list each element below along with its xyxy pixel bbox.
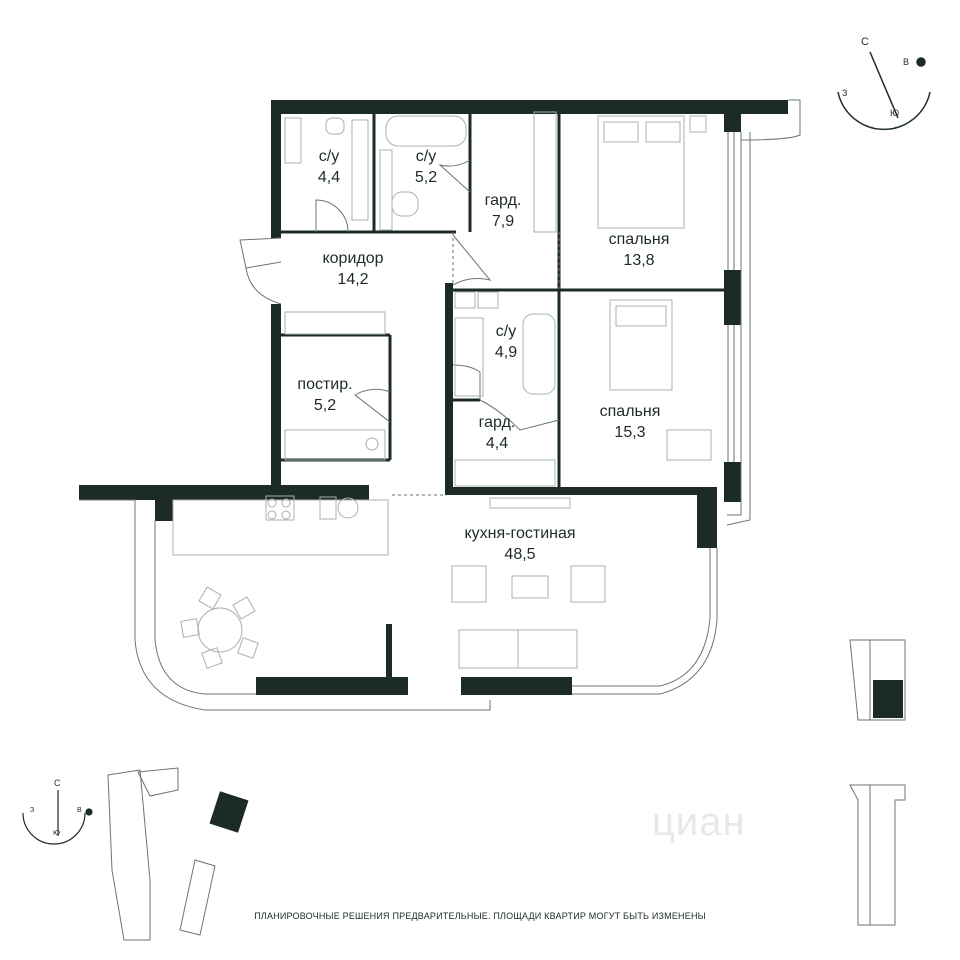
compass-main (837, 51, 931, 131)
walls (79, 100, 788, 695)
compass-small (22, 790, 93, 845)
compass-main-west: З (842, 88, 848, 98)
room-label-laundry: постир.5,2 (297, 376, 353, 414)
doors (239, 159, 560, 431)
room-label-gard2: гард.4,4 (478, 414, 516, 452)
compass-small-west: З (30, 807, 35, 814)
compass-small-east: В (77, 807, 82, 814)
watermark: циан (652, 800, 746, 844)
compass-main-north: С (861, 36, 869, 48)
mini-floor-plan-1-highlight (873, 680, 903, 718)
disclaimer: ПЛАНИРОВОЧНЫЕ РЕШЕНИЯ ПРЕДВАРИТЕЛЬНЫЕ. П… (254, 911, 706, 921)
furniture (172, 111, 712, 669)
site-map-building-icon (209, 791, 249, 833)
compass-small-north: С (54, 778, 61, 788)
compass-main-east: В (903, 57, 910, 67)
compass-small-south: Ю (53, 830, 61, 837)
mini-floor-plan-1 (849, 639, 906, 721)
mini-floor-plan-2 (849, 784, 906, 926)
room-label-gard1: гард.7,9 (484, 192, 522, 230)
site-map (107, 767, 216, 941)
compass-main-south: Ю (890, 108, 900, 118)
thin-lines (79, 99, 801, 711)
